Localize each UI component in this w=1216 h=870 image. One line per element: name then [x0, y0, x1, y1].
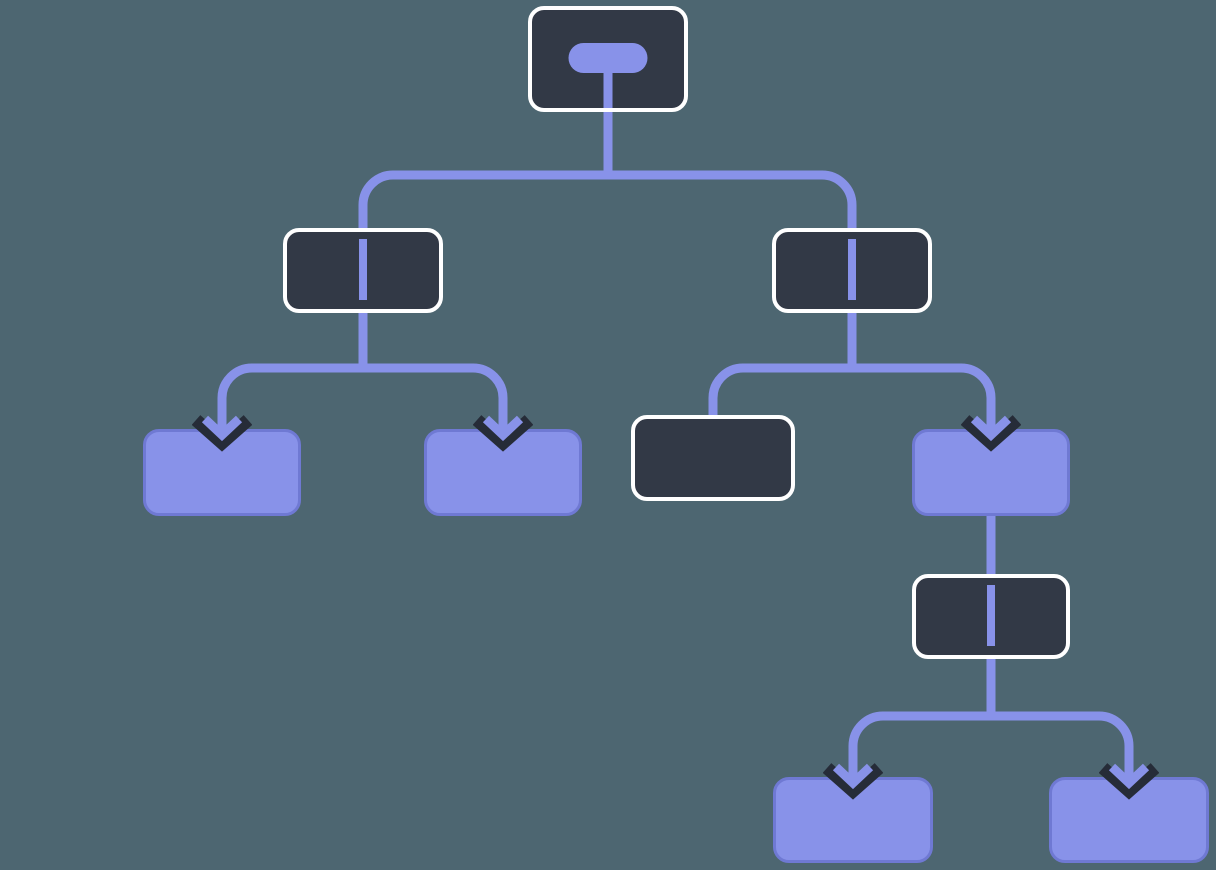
chevron-dark-icon	[192, 415, 252, 452]
chevron-purple-icon	[201, 415, 243, 442]
node-branch-bottom	[912, 574, 1070, 659]
chevron-purple-icon	[482, 415, 524, 442]
connector-branch-right-to-plain-node	[708, 313, 857, 417]
chevron-dark-icon	[823, 763, 883, 800]
connector-branch-bottom-to-leaf-4	[848, 659, 996, 764]
arrow-down-icon-leaf-1	[192, 414, 252, 452]
pill-icon	[568, 43, 648, 73]
chevron-dark-icon	[473, 415, 533, 452]
connector-branch-right-to-leaf-3	[852, 363, 996, 416]
chevron-purple-icon	[1108, 763, 1150, 790]
node-leaf-2	[424, 429, 582, 516]
cursor-line-icon	[359, 239, 367, 300]
chevron-purple-icon	[832, 763, 874, 790]
node-branch-right	[772, 228, 932, 313]
arrow-down-icon-leaf-4	[823, 762, 883, 800]
arrow-down-icon-leaf-2	[473, 414, 533, 452]
cursor-line-icon	[848, 239, 856, 300]
chevron-dark-icon	[1099, 763, 1159, 800]
cursor-line-icon	[987, 585, 995, 646]
pill-stem-icon	[603, 72, 613, 108]
arrow-down-icon-leaf-3	[961, 414, 1021, 452]
connector-root-to-branch-right	[608, 170, 857, 230]
node-root	[528, 6, 688, 112]
arrow-down-icon-leaf-5	[1099, 762, 1159, 800]
connector-branch-bottom-to-leaf-5	[991, 711, 1134, 764]
connector-root-to-branch-left	[358, 112, 613, 230]
node-branch-left	[283, 228, 443, 313]
chevron-purple-icon	[970, 415, 1012, 442]
connector-branch-left-to-leaf-1	[217, 313, 368, 416]
chevron-dark-icon	[961, 415, 1021, 452]
node-plain-node	[631, 415, 795, 501]
connector-branch-left-to-leaf-2	[363, 363, 508, 416]
